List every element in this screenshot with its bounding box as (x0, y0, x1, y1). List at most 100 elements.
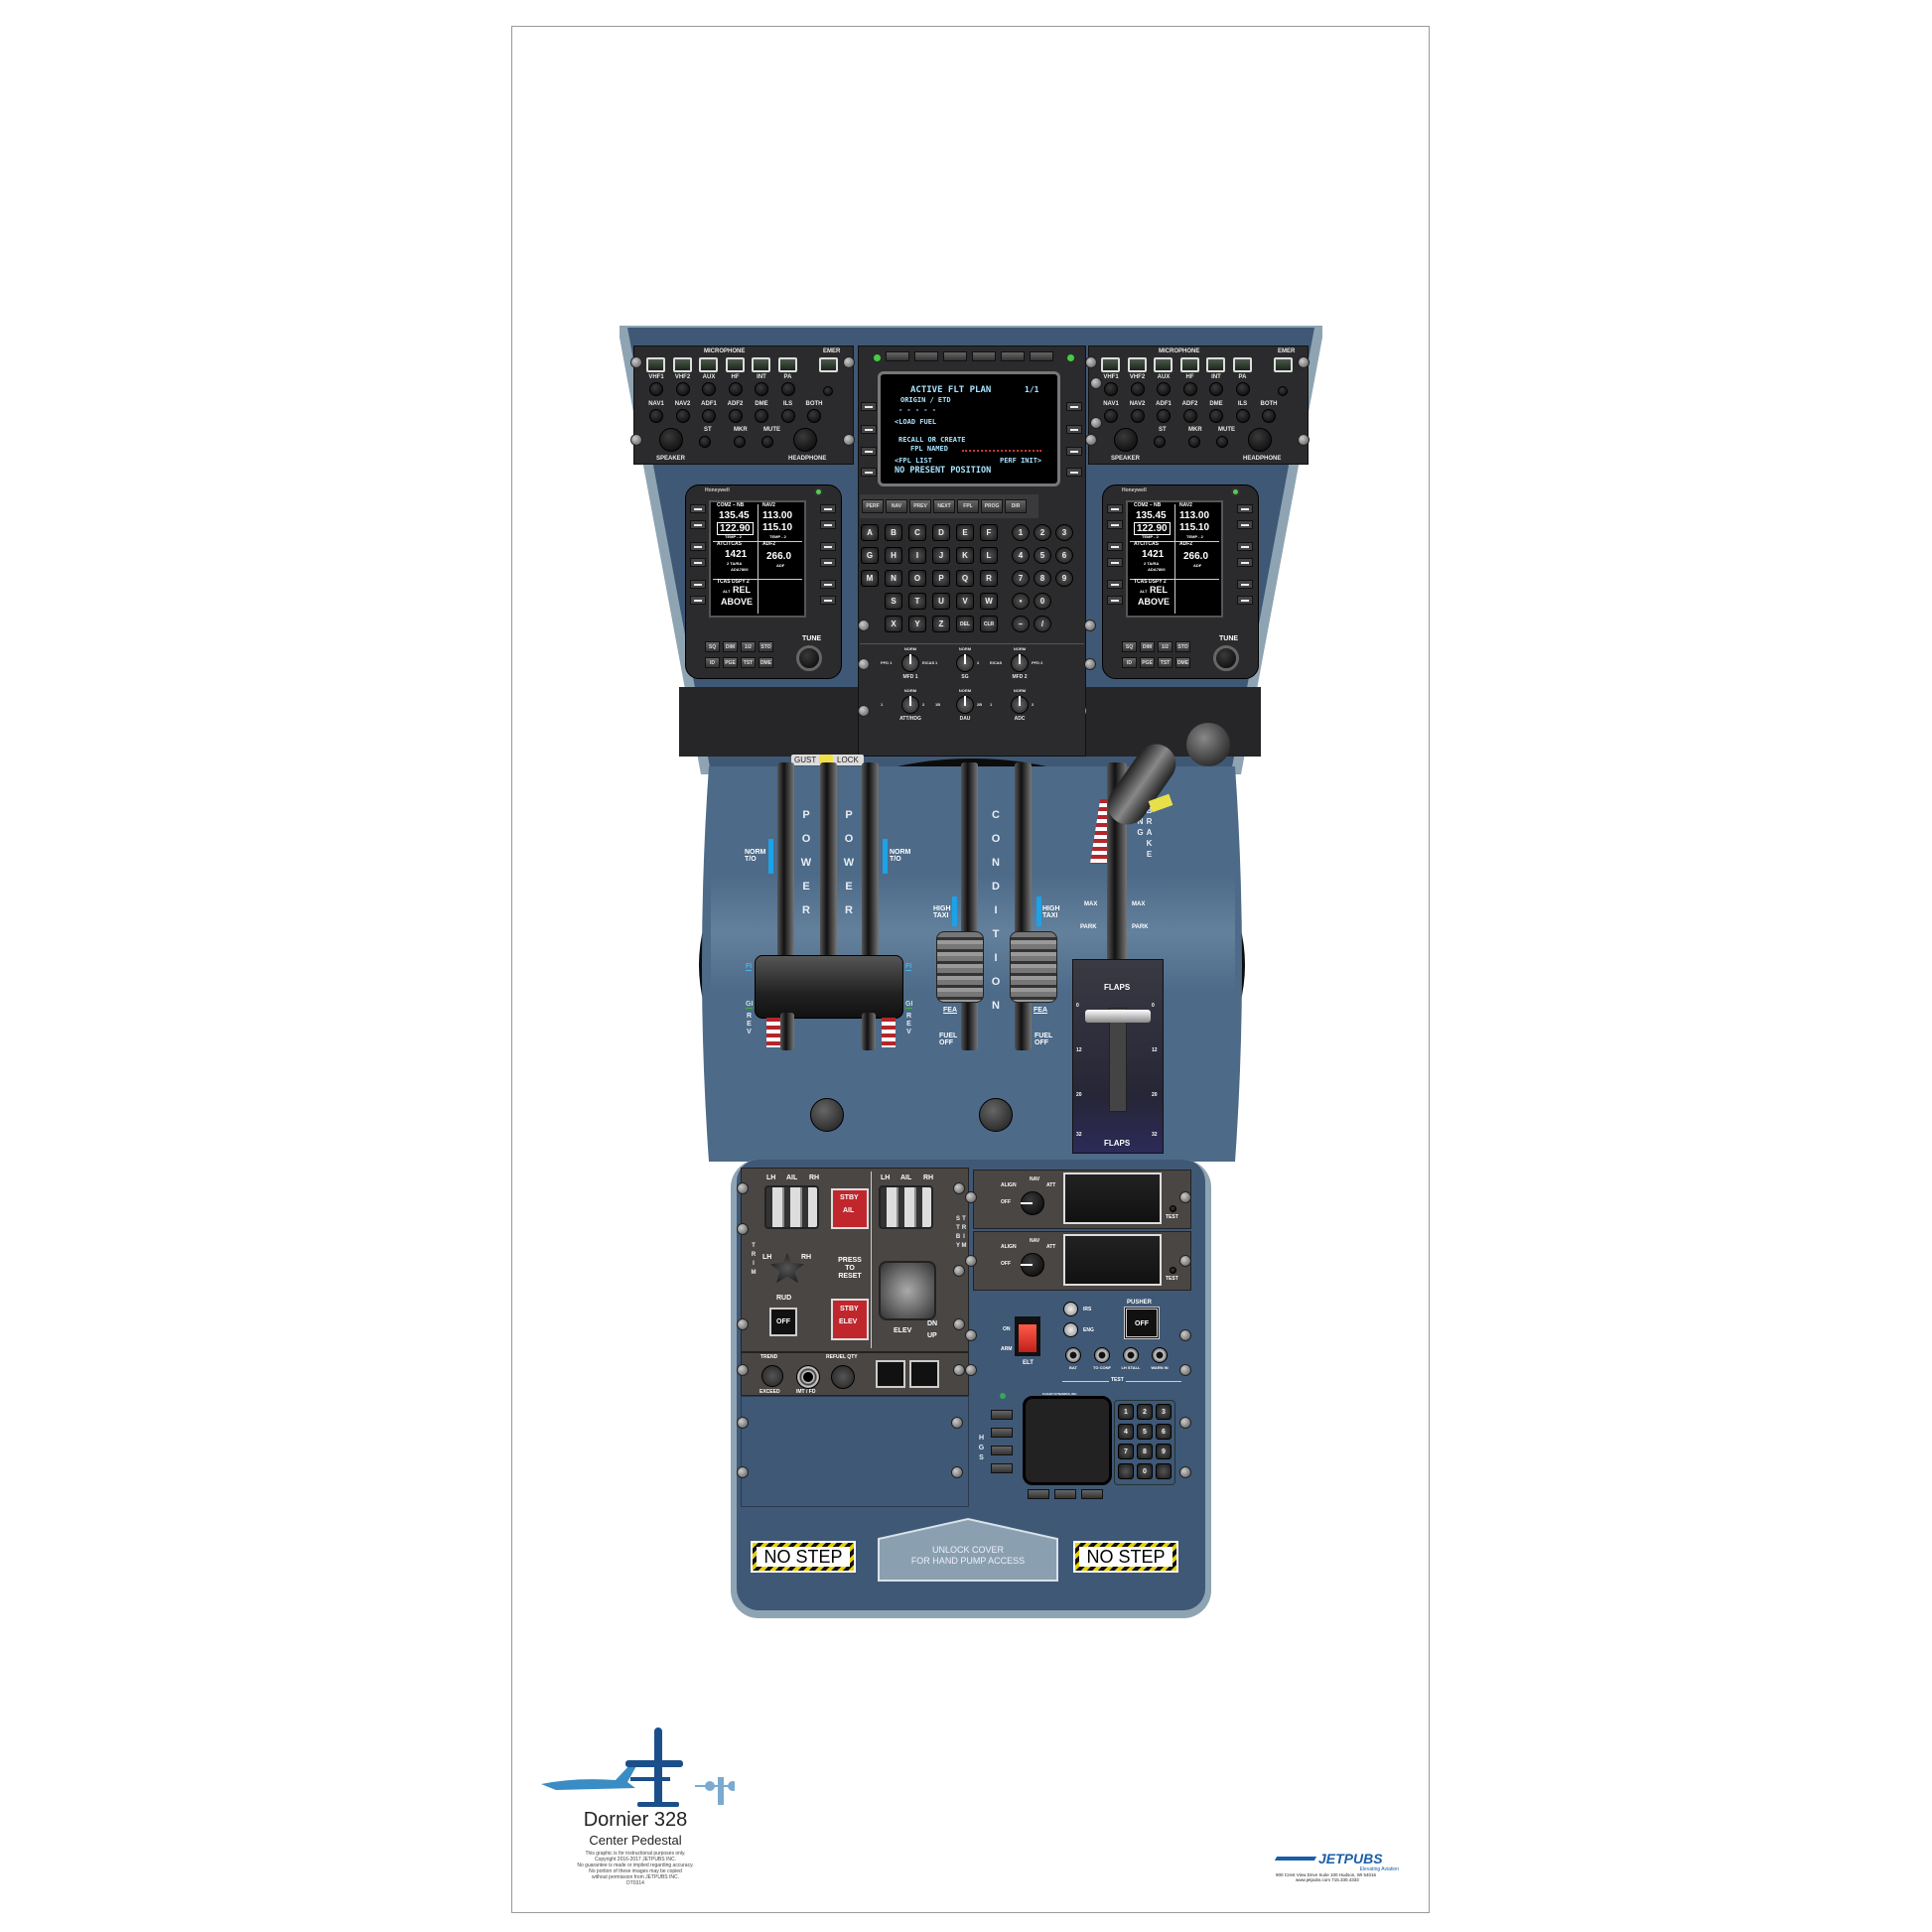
fms-key-num[interactable]: 8 (1034, 570, 1051, 587)
condition-lever-track[interactable] (961, 762, 978, 1050)
radio-button-dim[interactable]: DIM (1140, 641, 1155, 652)
nav-audio-knob[interactable] (649, 409, 663, 423)
radio-button-sto[interactable]: STO (759, 641, 773, 652)
fms-key-v[interactable]: V (956, 593, 974, 610)
fms-top-key[interactable] (943, 351, 967, 361)
aileron-trim-switch-lh-ail-rh-left[interactable] (764, 1185, 819, 1229)
nav-audio-knob[interactable] (1104, 409, 1118, 423)
radio-button-tst[interactable]: TST (741, 657, 756, 668)
flap-lever[interactable] (1085, 1010, 1151, 1023)
line-select-key-right[interactable] (1066, 425, 1082, 434)
fms-key-b[interactable]: B (885, 524, 902, 541)
fms-top-key[interactable] (1030, 351, 1053, 361)
volume-knob[interactable] (755, 382, 768, 396)
volume-knob[interactable] (728, 382, 743, 396)
radio-line-key-left[interactable] (690, 596, 706, 605)
fms-key-prog[interactable]: PROG (981, 499, 1003, 513)
tune-knob[interactable] (796, 645, 822, 671)
fms-key-num[interactable]: 2 (1034, 524, 1051, 541)
fms-fpl-list[interactable]: <FPL LIST (895, 457, 932, 465)
volume-knob[interactable] (649, 382, 663, 396)
radio-line-key-left[interactable] (1107, 558, 1123, 567)
fms-key-e[interactable]: E (956, 524, 974, 541)
mic-button-emer[interactable] (819, 357, 838, 372)
nav-audio-knob[interactable] (755, 409, 768, 423)
line-select-key-left[interactable] (861, 468, 877, 477)
radio-line-key-right[interactable] (1237, 596, 1253, 605)
nav-audio-knob[interactable] (702, 409, 716, 423)
radio-line-key-left[interactable] (1107, 504, 1123, 513)
hgs-bottom-key[interactable] (1028, 1489, 1049, 1499)
radio-line-key-right[interactable] (1237, 542, 1253, 551)
mic-button-hf[interactable] (725, 357, 745, 372)
volume-knob[interactable] (1104, 382, 1118, 396)
radio-line-key-left[interactable] (690, 504, 706, 513)
fms-key-k[interactable]: K (956, 547, 974, 564)
radio-line-key-right[interactable] (820, 542, 836, 551)
hgs-bottom-key[interactable] (1081, 1489, 1103, 1499)
stby-ail-button[interactable] (831, 1188, 869, 1229)
com-standby[interactable]: 122.90 (1134, 522, 1171, 535)
hgs-key[interactable]: 9 (1156, 1444, 1172, 1459)
fms-top-key[interactable] (886, 351, 909, 361)
line-select-key-left[interactable] (861, 402, 877, 411)
fms-top-key[interactable] (914, 351, 938, 361)
fms-load-fuel[interactable]: <LOAD FUEL (895, 418, 937, 426)
headphone-knob[interactable] (793, 428, 817, 452)
fms-key-nav[interactable]: NAV (886, 499, 907, 513)
tune-knob[interactable] (1213, 645, 1239, 671)
line-select-key-right[interactable] (1066, 468, 1082, 477)
condition-lever-right[interactable] (1010, 931, 1057, 1003)
fms-key-f[interactable]: F (980, 524, 998, 541)
hgs-key[interactable]: 4 (1118, 1424, 1134, 1440)
irs-test-button[interactable] (1170, 1205, 1176, 1212)
nav-audio-knob[interactable] (1235, 409, 1250, 423)
radio-line-key-left[interactable] (690, 542, 706, 551)
fms-key-num[interactable]: 6 (1055, 547, 1073, 564)
fms-key-g[interactable]: G (861, 547, 879, 564)
fms-key-q[interactable]: Q (956, 570, 974, 587)
test-button[interactable] (1123, 1347, 1139, 1363)
nav-audio-knob[interactable] (807, 409, 821, 423)
hgs-key[interactable]: 0 (1137, 1463, 1153, 1479)
headphone-knob[interactable] (1248, 428, 1272, 452)
nav-audio-knob[interactable] (675, 409, 690, 423)
irs-test-button[interactable] (1170, 1267, 1176, 1274)
nav-audio-knob[interactable] (728, 409, 743, 423)
power-lever-handle[interactable] (755, 955, 903, 1019)
com-standby[interactable]: 122.90 (717, 522, 754, 535)
fms-perf-init[interactable]: PERF INIT> (1000, 457, 1042, 465)
hgs-side-key[interactable] (991, 1428, 1013, 1438)
fms-key-p[interactable]: P (932, 570, 950, 587)
rudder-trim-off-button[interactable]: OFF (769, 1308, 797, 1336)
volume-knob[interactable] (1235, 382, 1250, 396)
nav-audio-knob[interactable] (1209, 409, 1223, 423)
fms-key-i[interactable]: I (908, 547, 926, 564)
radio-line-key-left[interactable] (690, 520, 706, 529)
radio-line-key-left[interactable] (1107, 542, 1123, 551)
fms-key-j[interactable]: J (932, 547, 950, 564)
fms-key-num[interactable]: 7 (1012, 570, 1030, 587)
fms-key-num[interactable]: 0 (1034, 593, 1051, 610)
radio-line-key-right[interactable] (820, 596, 836, 605)
fms-key-d[interactable]: D (932, 524, 950, 541)
fms-key-t[interactable]: T (908, 593, 926, 610)
radio-button-pge[interactable]: PGE (1140, 657, 1155, 668)
fms-key-num[interactable]: 4 (1012, 547, 1030, 564)
test-button[interactable] (1152, 1347, 1168, 1363)
radio-line-key-right[interactable] (820, 520, 836, 529)
fms-key-a[interactable]: A (861, 524, 879, 541)
radio-line-key-right[interactable] (820, 504, 836, 513)
radio-button-12[interactable]: 1/2 (741, 641, 756, 652)
line-select-key-left[interactable] (861, 447, 877, 456)
radio-button-dim[interactable]: DIM (723, 641, 738, 652)
nav-audio-knob[interactable] (1157, 409, 1171, 423)
fms-key-n[interactable]: N (885, 570, 902, 587)
mic-button-emer[interactable] (1274, 357, 1293, 372)
fms-key-num[interactable]: 3 (1055, 524, 1073, 541)
volume-knob[interactable] (675, 382, 690, 396)
fms-key-x[interactable]: X (885, 616, 902, 632)
fms-key-dir[interactable]: DIR (1005, 499, 1027, 513)
fms-key-num[interactable]: • (1012, 593, 1030, 610)
hgs-key[interactable] (1156, 1463, 1172, 1479)
